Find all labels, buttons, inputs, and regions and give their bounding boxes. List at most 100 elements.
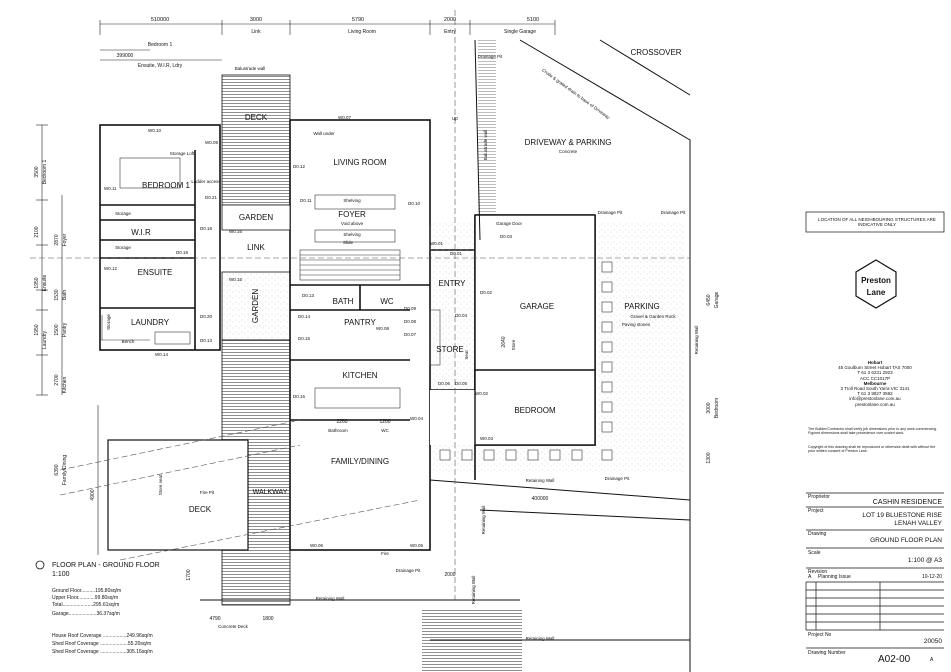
label-fire: Fire	[381, 551, 389, 556]
tag-d003: D0.03	[500, 234, 513, 239]
label-ladder-access: Ladder access	[191, 179, 221, 184]
garden-left-area	[221, 271, 291, 341]
label-slide: Slide	[343, 240, 354, 245]
room-crossover: CROSSOVER	[630, 48, 681, 57]
office-line-6: 3 Troll Road South Yarra VIC 3141	[840, 386, 910, 392]
dim-top-2: 3000	[250, 17, 262, 23]
room-kitchen: KITCHEN	[342, 371, 377, 380]
label-crude-grate: Crude & grated drain to base of Driveway	[541, 68, 611, 121]
dim-bottom-2: 1800	[262, 616, 273, 622]
dim-left-11: 1700	[186, 569, 192, 580]
revision-letter: A	[808, 574, 812, 580]
dim-right-3: 1300	[706, 452, 712, 463]
dim-left-label-laundry: Laundry	[42, 330, 48, 349]
dim-top-4: 2000	[444, 17, 456, 23]
notice-text: LOCATION OF ALL NEIGHBOURING STRUCTURES …	[818, 217, 936, 227]
room-pantry: PANTRY	[344, 318, 376, 327]
room-bath: BATH	[333, 297, 354, 306]
dim-top-3: 5790	[352, 17, 364, 23]
area-garage: Garage....................36.37sq/m	[52, 611, 120, 617]
logo-hexagon	[855, 259, 897, 309]
tag-d020: D0.20	[200, 314, 213, 319]
dim-left-label-family: Family/Dining	[62, 455, 68, 486]
stairs-bottom	[422, 610, 522, 672]
tag-d021: D0.21	[205, 195, 218, 200]
tag-d009: D0.09	[404, 306, 417, 311]
dim-bottom-5: 2260	[336, 419, 347, 425]
office-line-1: Hobart	[867, 360, 883, 365]
tag-d010: D0.10	[408, 201, 421, 206]
dim-top-1: 510000	[151, 17, 169, 23]
coverage-shed2: Shed Roof Coverage ...................30…	[52, 649, 153, 655]
top-dimensions	[99, 20, 556, 61]
label-retaining-1: Retaining Wall	[526, 478, 555, 483]
proprietor-value: CASHIN RESIDENCE	[872, 499, 942, 506]
dim-left-9: 6390	[54, 464, 60, 475]
dim-bottom-4: 400000	[532, 496, 549, 502]
room-living: LIVING ROOM	[333, 158, 387, 167]
room-link: LINK	[247, 243, 265, 252]
dim-top-label-garage: Single Garage	[504, 29, 536, 35]
tag-w005: W0.05	[410, 543, 424, 548]
tag-d013a: D0.13	[200, 338, 213, 343]
tag-w012: W0.12	[104, 266, 118, 271]
label-wall-under: Wall under	[313, 131, 335, 136]
label-retaining-4: Retaining Wall	[694, 326, 699, 355]
dim-bed-value: 399000	[117, 53, 134, 59]
tag-d019: D0.19	[176, 250, 189, 255]
room-foyer: FOYER	[338, 210, 366, 219]
room-entry: ENTRY	[439, 279, 467, 288]
room-deck-bottom: DECK	[189, 505, 212, 514]
tag-w015: W0.15	[229, 277, 243, 282]
room-parking: PARKING	[624, 302, 659, 311]
tag-w004: W0.04	[410, 416, 424, 421]
tag-w010: W0.10	[148, 128, 162, 133]
disclaimer-text: The Builder/Contractor shall verify job …	[808, 427, 938, 436]
revision-label: Revision	[808, 569, 828, 575]
label-storage-1: Storage	[115, 211, 131, 216]
label-void-above: Void above	[341, 221, 364, 226]
garden-top-area	[221, 204, 291, 231]
tag-d008: D0.08	[404, 319, 417, 324]
dim-bottom-3: 2000	[444, 572, 455, 578]
dim-top-label-entry: Entry	[444, 29, 456, 35]
tag-w008: W0.08	[376, 326, 390, 331]
dim-left-7: 1500	[54, 324, 60, 335]
room-driveway: DRIVEWAY & PARKING	[525, 138, 612, 147]
label-retaining-2: Retaining Wall	[316, 596, 345, 601]
dim-right-2: 3000	[706, 402, 712, 413]
label-wc-dim: WC	[381, 428, 389, 433]
drawing-label: Drawing	[808, 531, 827, 537]
label-storage-2: Storage	[115, 245, 131, 250]
up-label: up	[452, 116, 458, 122]
copyright-text: Copyright of this drawing shall be repro…	[808, 445, 936, 454]
dim-top-label-living: Living Room	[348, 29, 376, 35]
project-label: Project	[808, 508, 824, 514]
tag-w002: W0.02	[475, 391, 489, 396]
project-line-2: LENAH VALLEY	[894, 520, 942, 527]
label-shelving-1: Shelving	[343, 198, 361, 203]
window-door-tags: W0.10 W0.09 W0.11 D0.21 D0.18 D0.19 W0.1…	[104, 115, 513, 548]
label-concrete-deck: Concrete Deck	[218, 624, 249, 629]
project-no-label: Project No	[808, 632, 832, 638]
project-line-1: LOT 19 BLUESTONE RISE	[862, 512, 942, 519]
label-seat: Seat	[464, 350, 469, 360]
revision-date: 10-12-20	[921, 574, 942, 580]
room-bedroom1: BEDROOM 1	[142, 181, 191, 190]
dim-left-3: 1950	[34, 277, 40, 288]
room-wir: W.I.R	[131, 228, 151, 237]
tag-d005: D0.05	[455, 381, 468, 386]
tag-w001: W0.01	[430, 241, 444, 246]
logo-preston: Preston	[861, 276, 891, 285]
area-upper: Upper Floor............99.80sq/m	[52, 595, 118, 601]
label-bench: Bench	[122, 339, 135, 344]
tag-d004: D0.04	[455, 313, 468, 318]
dim-right-label-garage: Garage	[714, 291, 720, 308]
label-storage-loft: Storage Loft	[170, 151, 195, 156]
dim-right-4: 2640	[501, 336, 507, 347]
label-retaining-5: Retaining Wall	[481, 506, 486, 535]
room-bedroom: BEDROOM	[514, 406, 556, 415]
label-fire-pit: Fire Pit	[200, 490, 215, 495]
tag-d006: D0.06	[438, 381, 451, 386]
dim-left-label-bath: Bath	[62, 290, 68, 301]
